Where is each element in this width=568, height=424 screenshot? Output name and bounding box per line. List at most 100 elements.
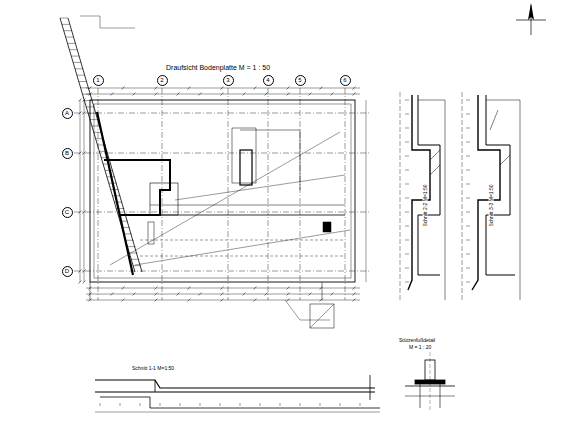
dimension-tick [405, 198, 409, 199]
dimension-tick [353, 287, 356, 290]
dimension-tick [287, 299, 290, 302]
slab-edge [240, 130, 300, 190]
dimension-tick [466, 198, 470, 199]
dimension-tick [79, 270, 82, 273]
dimension-tick [155, 93, 158, 96]
stair-tread [64, 30, 72, 31]
dimension-tick [466, 170, 470, 171]
dimension-tick [466, 142, 470, 143]
dimension-tick [405, 184, 409, 185]
dimension-tick [265, 293, 268, 296]
dimension-tick [122, 299, 125, 302]
dimension-tick [405, 100, 409, 101]
dimension-tick [188, 87, 191, 90]
dimension-tick [221, 293, 224, 296]
dimension-tick [254, 299, 257, 302]
axis-line [74, 113, 370, 114]
dimension-tick [353, 299, 356, 302]
axis-line [162, 88, 163, 300]
axis-label: A [65, 110, 69, 116]
axis-bubble: 4 [263, 75, 274, 86]
dimension-tick [265, 93, 268, 96]
dimension-tick [466, 240, 470, 241]
dimension-tick [320, 87, 323, 90]
dimension-tick [83, 281, 86, 284]
stair-tread [71, 56, 79, 57]
dimension-tick [155, 87, 158, 90]
axis-bubble: C [62, 207, 73, 218]
outline [310, 304, 334, 328]
slope-line [110, 132, 340, 265]
dimension-tick [221, 93, 224, 96]
dimension-tick [466, 100, 470, 101]
dimension-tick [79, 211, 82, 214]
axis-line [430, 352, 431, 412]
dimension-tick [405, 170, 409, 171]
dimension-tick [133, 93, 136, 96]
stair-tread [73, 62, 81, 63]
stair-tread [75, 68, 83, 69]
stair-tread [90, 119, 98, 120]
dimension-tick [466, 212, 470, 213]
dimension-tick [79, 99, 82, 102]
dimension-tick [221, 287, 224, 290]
axis-bubble: 3 [223, 75, 234, 86]
drawing-line [420, 384, 421, 408]
dimension-tick [353, 293, 356, 296]
section-wall [408, 95, 430, 290]
dimension-tick [155, 293, 158, 296]
dimension-tick [155, 287, 158, 290]
section-title: Schnitt 3-3 M=1:50 [488, 183, 493, 227]
section-line [100, 397, 380, 408]
dimension-tick [199, 93, 202, 96]
outline [94, 104, 351, 278]
dimension-tick [177, 93, 180, 96]
dimension-tick [220, 403, 221, 406]
section-title: Schnitt 2-2 M=1:50 [422, 183, 427, 227]
section-title: Schnitt 1-1 M=1:50 [131, 366, 175, 371]
dimension-tick [199, 293, 202, 296]
axis-bubble: 5 [295, 75, 306, 86]
dimension-tick [405, 254, 409, 255]
wall [104, 160, 170, 215]
wall [97, 112, 133, 275]
axis-label: 1 [96, 77, 99, 83]
drawing-line [430, 165, 440, 175]
dimension-tick [405, 114, 409, 115]
outline [240, 150, 252, 185]
drawing-line [322, 282, 323, 300]
drawing-line [370, 375, 371, 400]
dimension-tick [353, 93, 356, 96]
stair-tread [86, 106, 94, 107]
drawing-line [490, 110, 498, 130]
axis-bubble: 2 [157, 75, 168, 86]
axis-bubble: B [62, 148, 73, 159]
dimension-tick [221, 299, 224, 302]
dimension-tick [180, 403, 181, 406]
stair-tread [133, 265, 141, 266]
dimension-tick [405, 128, 409, 129]
axis-line [74, 271, 370, 272]
axis-bubble: 1 [93, 75, 104, 86]
drawing-line [155, 380, 156, 392]
dimension-tick [466, 226, 470, 227]
wall [150, 215, 345, 216]
dimension-tick [254, 287, 257, 290]
dimension-tick [287, 93, 290, 96]
drawing-line [430, 150, 440, 160]
dimension-tick [405, 212, 409, 213]
outline [323, 222, 331, 232]
stair-tread [114, 202, 122, 203]
dimension-tick [466, 156, 470, 157]
dimension-line [86, 94, 360, 95]
dimension-tick [466, 128, 470, 129]
dimension-tick [243, 293, 246, 296]
section-title: M = 1 : 20 [408, 345, 432, 350]
dimension-tick [83, 112, 86, 115]
dimension-tick [287, 293, 290, 296]
axis-line [228, 88, 229, 300]
outline [148, 222, 154, 244]
dimension-tick [243, 93, 246, 96]
dimension-tick [111, 93, 114, 96]
